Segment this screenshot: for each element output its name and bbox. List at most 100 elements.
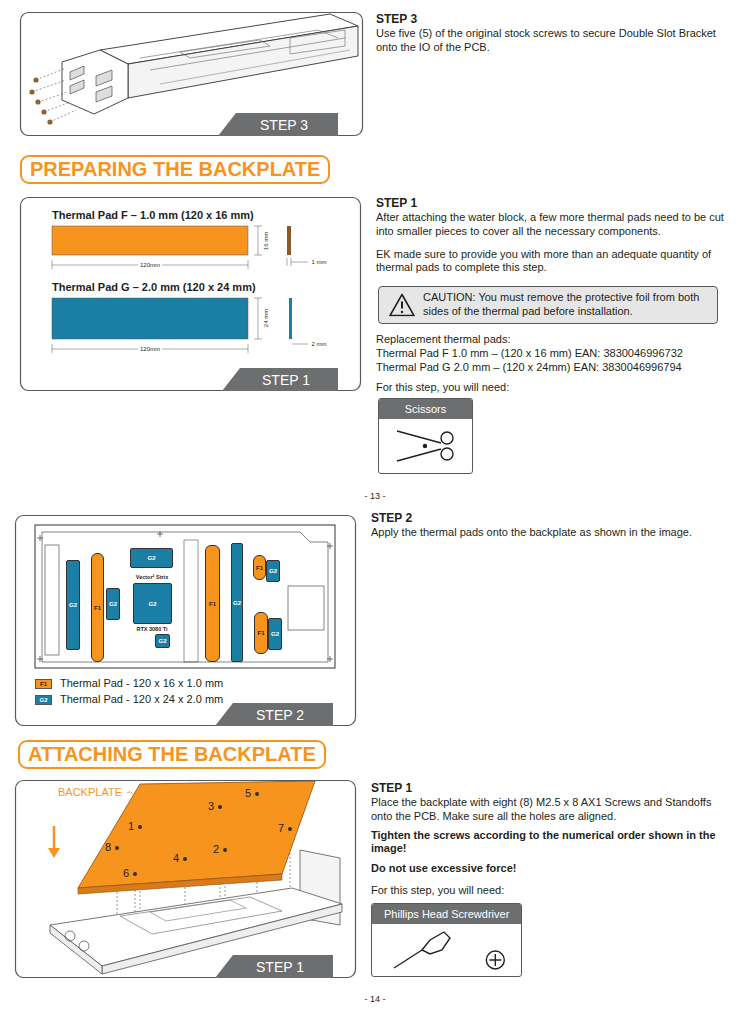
thermal-pad-sample xyxy=(291,262,308,263)
step-tab-text: STEP 3 xyxy=(260,117,308,133)
thermal-pad: G2 xyxy=(130,548,173,568)
pad-title: Thermal Pad G – 2.0 mm (120 x 24 mm) xyxy=(52,281,292,294)
legend-text: Thermal Pad - 120 x 16 x 1.0 mm xyxy=(60,677,223,689)
warning-text: Do not use excessive force! xyxy=(371,862,731,875)
gpu-illustration xyxy=(96,86,112,102)
tool-icon xyxy=(495,954,496,966)
gpu-illustration xyxy=(96,70,112,86)
panel-frame xyxy=(16,13,363,978)
pad-code: F1 xyxy=(209,601,216,607)
pad-code: G2 xyxy=(148,601,156,607)
panel-frame xyxy=(16,781,356,978)
scissors-icon xyxy=(379,419,473,473)
backplate-part xyxy=(138,825,142,829)
backplate-part xyxy=(183,857,187,861)
warning-text: Tighten the screws according to the nume… xyxy=(371,829,731,855)
gpu-illustration xyxy=(33,77,38,82)
dimension-label: 1 mm xyxy=(312,259,327,266)
gpu-illustration xyxy=(150,38,345,70)
callout-number: 5 xyxy=(245,787,251,799)
thermal-pad-sample xyxy=(254,339,262,340)
gpu-illustration xyxy=(62,50,128,114)
part-label: BACKPLATE xyxy=(58,786,138,799)
backplate-outline xyxy=(42,532,328,662)
pad-code: F1 xyxy=(256,565,263,571)
step-tab-text: STEP 2 xyxy=(256,707,304,723)
instruction-text: EK made sure to provide you with more th… xyxy=(376,248,732,274)
instruction-text: Use five (5) of the original stock screw… xyxy=(376,27,728,53)
caution-box: CAUTION: You must remove the protective … xyxy=(378,286,718,324)
thermal-pad-sample xyxy=(291,258,292,266)
section-title: PREPARING THE BACKPLATE xyxy=(30,158,320,181)
tool-icon xyxy=(394,950,422,968)
pad-title: Thermal Pad F – 1.0 mm (120 x 16 mm) xyxy=(52,209,292,222)
install-arrow xyxy=(53,826,56,849)
tool-box: Phillips Head Screwdriver xyxy=(371,903,522,977)
card-illustration xyxy=(79,941,89,951)
dimension-label: 120mm xyxy=(138,346,162,353)
step-heading: STEP 1 xyxy=(376,196,676,210)
gpu-illustration xyxy=(290,30,345,54)
install-arrow xyxy=(48,848,60,858)
dimension-label: 120mm xyxy=(138,262,162,269)
thermal-pad: G2 xyxy=(133,583,172,624)
pad-code: F1 xyxy=(40,681,47,688)
gpu-illustration xyxy=(29,89,34,94)
tab-shape xyxy=(215,955,333,978)
note-text: For this step, you will need: xyxy=(376,381,732,394)
pad-code: G2 xyxy=(39,697,47,704)
card-illustration xyxy=(150,900,246,921)
thermal-pad: G2 xyxy=(231,543,243,662)
pad-code: F1 xyxy=(257,630,264,636)
gpu-illustration xyxy=(36,68,66,80)
warning-icon xyxy=(401,311,403,313)
card-illustration xyxy=(65,931,75,941)
thermal-pad-sample xyxy=(52,344,53,353)
card-illustration xyxy=(120,897,282,934)
step-tab-text: STEP 1 xyxy=(262,372,310,388)
thermal-pad-sample xyxy=(52,298,248,339)
backplate-part xyxy=(115,846,119,850)
warning-icon xyxy=(389,293,415,316)
tool-icon xyxy=(486,951,504,969)
pad-code: G2 xyxy=(69,602,77,608)
pad-code: G2 xyxy=(233,600,241,606)
tab-shape xyxy=(215,703,333,726)
backplate-outline xyxy=(45,545,59,655)
panel-frame xyxy=(21,13,363,136)
page-number: - 13 - xyxy=(364,492,385,502)
tool-icon xyxy=(397,449,441,461)
card-illustration xyxy=(50,925,102,974)
thermal-pad: F1 xyxy=(253,555,266,580)
note-text: Thermal Pad F 1.0 mm – (120 x 16 mm) EAN… xyxy=(376,347,732,360)
thermal-pad-sample xyxy=(52,260,53,269)
step-tab: STEP 2 xyxy=(215,703,333,726)
pad-code: G2 xyxy=(147,555,155,561)
gpu-illustration xyxy=(29,14,358,125)
pad-code: G2 xyxy=(109,601,117,607)
backplate-outline xyxy=(35,525,335,668)
backplate-part xyxy=(223,848,227,852)
step-tab: STEP 3 xyxy=(218,113,338,136)
thermal-pad: F1 xyxy=(91,553,104,662)
thermal-pad-sample xyxy=(248,260,249,269)
gpu-illustration xyxy=(35,99,40,104)
backplate-part xyxy=(255,792,259,796)
board-marking: Vector² Strix xyxy=(136,574,168,580)
thermal-pad: G2 xyxy=(268,618,282,650)
backplate-part xyxy=(218,805,222,809)
callout-number: 7 xyxy=(278,822,284,834)
thermal-pad: F1 xyxy=(205,545,220,662)
note-text: Thermal Pad G 2.0 mm – (120 x 24mm) EAN:… xyxy=(376,361,732,374)
gpu-illustration xyxy=(70,80,84,94)
callout-number: 4 xyxy=(173,852,179,864)
callout-number: 2 xyxy=(213,843,219,855)
step-tab: STEP 1 xyxy=(222,368,338,391)
backplate-part xyxy=(288,827,292,831)
tool-icon xyxy=(397,431,453,461)
thermal-pad: G2 xyxy=(155,634,170,648)
backplate-part xyxy=(133,872,137,876)
thermal-pad: G2 xyxy=(266,560,280,582)
